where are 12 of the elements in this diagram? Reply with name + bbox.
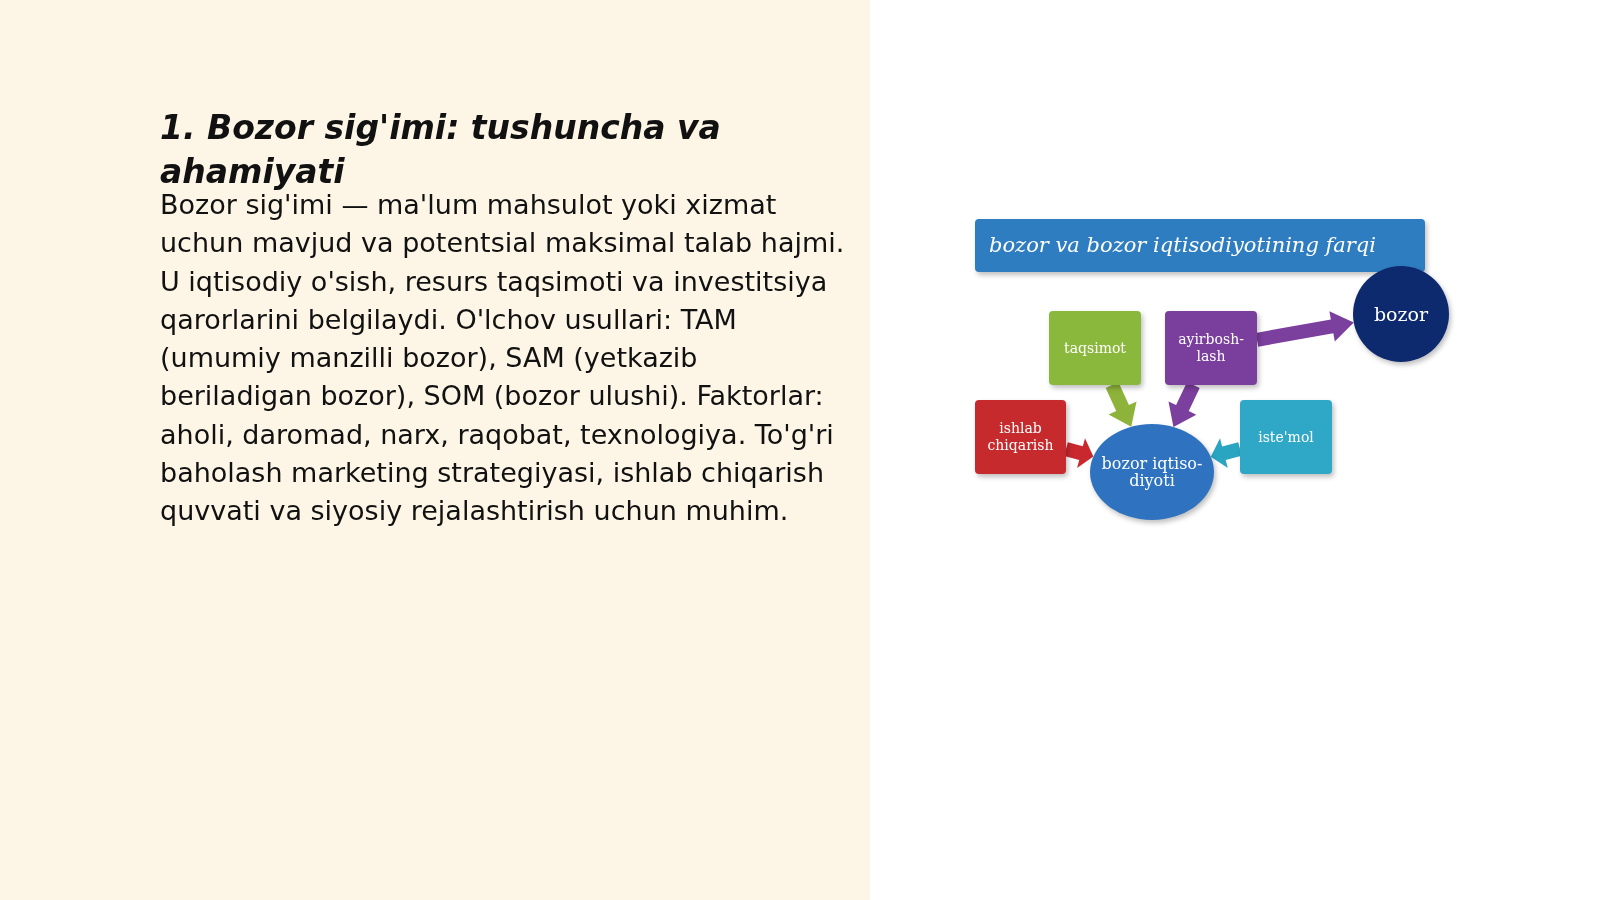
process-box: taqsimot	[1049, 311, 1141, 385]
block-arrow	[1064, 438, 1094, 468]
block-arrow	[1105, 382, 1137, 427]
process-box: ishlab chiqarish	[975, 400, 1066, 474]
process-box: iste'mol	[1240, 400, 1332, 474]
block-arrow	[1255, 311, 1354, 347]
block-arrow	[1210, 438, 1242, 469]
title-banner: bozor va bozor iqtisodiyotining farqi	[975, 219, 1425, 272]
process-box: ayirbosh- lash	[1165, 311, 1257, 385]
block-arrow	[1168, 382, 1200, 427]
circle-node: bozor	[1353, 266, 1449, 362]
ellipse-node: bozor iqtiso- diyoti	[1090, 424, 1214, 520]
